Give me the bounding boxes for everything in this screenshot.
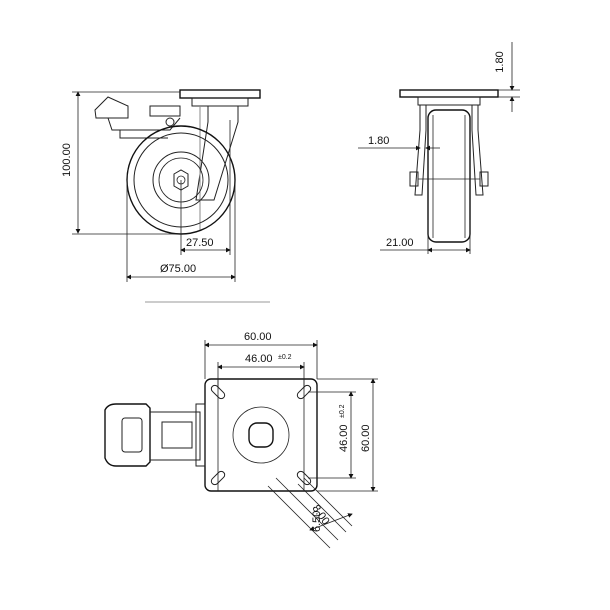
fork-left xyxy=(414,105,427,196)
wheel-front xyxy=(427,109,471,243)
fork-leg xyxy=(195,106,239,201)
wheel-width-label: 21.00 xyxy=(386,237,414,249)
kingpin xyxy=(248,422,274,448)
swivel-raceway xyxy=(191,97,249,107)
height-dim-label: 100.00 xyxy=(61,143,73,177)
brake-pedal-top xyxy=(104,403,151,467)
plate-width-label: 60.00 xyxy=(244,331,272,343)
top-plate xyxy=(204,378,318,492)
slot-width-label: 6.50 xyxy=(311,511,323,532)
front-view: 1.80 1.80 21.00 xyxy=(358,42,520,254)
brake-pedal xyxy=(94,96,129,119)
mount-slot-tl xyxy=(210,384,226,400)
diameter-dim-label: Ø75.00 xyxy=(160,263,196,275)
top-view: 60.00 46.00 ±0.2 46.00 ±0.2 60.00 8.00 6… xyxy=(104,331,378,549)
raceway-circle xyxy=(232,406,290,464)
hole-spacing-x-label: 46.00 xyxy=(245,353,273,365)
top-plate-front xyxy=(399,89,499,98)
plate-thickness-label: 1.80 xyxy=(494,51,506,72)
hole-spacing-y-label: 46.00 xyxy=(338,424,350,452)
mount-slot-tr xyxy=(296,384,312,400)
plate-height-label: 60.00 xyxy=(360,424,372,452)
side-view: 100.00 27.50 Ø75.00 xyxy=(61,89,270,303)
axle-nut xyxy=(173,169,189,191)
hole-spacing-x-tol: ±0.2 xyxy=(278,354,292,361)
brake-pivot xyxy=(165,117,175,127)
mount-slot-bl xyxy=(210,470,226,486)
offset-dim-label: 27.50 xyxy=(186,237,214,249)
top-plate-side xyxy=(179,89,261,99)
fork-thickness-label: 1.80 xyxy=(368,135,389,147)
hole-spacing-y-tol: ±0.2 xyxy=(339,404,346,418)
fork-right xyxy=(471,105,484,196)
